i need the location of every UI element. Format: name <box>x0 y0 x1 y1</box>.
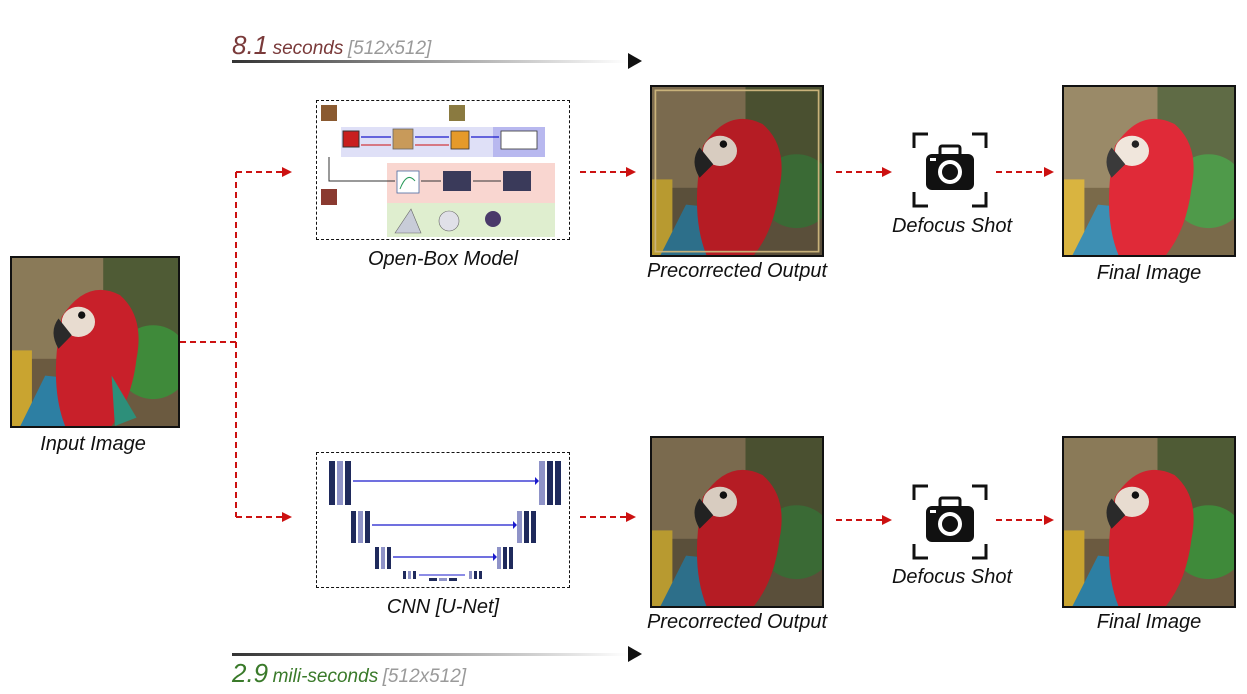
camera-label-bottom: Defocus Shot <box>891 566 1013 588</box>
input-image-label: Input Image <box>40 433 146 455</box>
final-image-label-bottom: Final Image <box>1096 611 1202 633</box>
parrot-photo <box>1064 87 1234 255</box>
timing-bottom-resolution: [512x512] <box>382 666 467 687</box>
precorrected-output-label-bottom: Precorrected Output <box>646 611 828 633</box>
parrot-photo <box>652 87 822 255</box>
open-box-model-diagram <box>316 100 570 240</box>
timing-top-resolution: [512x512] <box>347 38 432 59</box>
timing-bottom: 2.9 mili-seconds [512x512] <box>232 658 466 689</box>
timing-bottom-line <box>232 653 628 656</box>
open-box-model-label: Open-Box Model <box>367 248 519 270</box>
timing-top: 8.1 seconds [512x512] <box>232 30 431 61</box>
parrot-photo <box>12 258 178 426</box>
timing-bottom-arrowhead <box>628 646 642 662</box>
final-image-top <box>1062 85 1236 257</box>
unet-schematic <box>329 461 561 581</box>
timing-bottom-value: 2.9 <box>232 658 269 688</box>
precorrected-output-top <box>650 85 824 257</box>
camera-label-top: Defocus Shot <box>891 215 1013 237</box>
camera-bottom <box>910 482 990 562</box>
precorrected-output-label-top: Precorrected Output <box>646 260 828 282</box>
final-image-bottom <box>1062 436 1236 608</box>
camera-icon <box>912 484 988 560</box>
open-box-schematic <box>321 105 555 237</box>
timing-top-line <box>232 60 628 63</box>
parrot-photo <box>652 438 822 606</box>
timing-top-value: 8.1 <box>232 30 269 60</box>
unet-label: CNN [U-Net] <box>386 596 500 618</box>
input-image <box>10 256 180 428</box>
precorrected-output-bottom <box>650 436 824 608</box>
unet-diagram <box>316 452 570 588</box>
camera-icon <box>912 132 988 208</box>
final-image-label-top: Final Image <box>1096 262 1202 284</box>
timing-bottom-unit: mili-seconds <box>272 666 379 687</box>
timing-top-arrowhead <box>628 53 642 69</box>
timing-top-unit: seconds <box>272 38 344 59</box>
parrot-photo <box>1064 438 1234 606</box>
camera-top <box>910 130 990 210</box>
